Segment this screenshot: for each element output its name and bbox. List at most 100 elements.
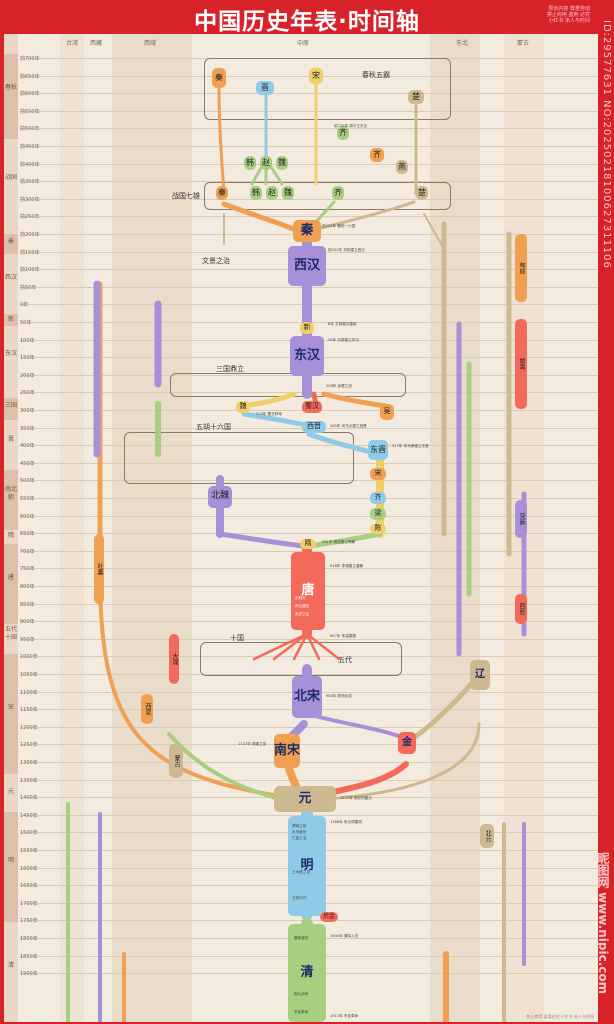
group-box-chunqiu bbox=[204, 58, 451, 120]
ming-note: 永乐盛世 bbox=[292, 830, 307, 834]
dynasty-shuhan[interactable]: 蜀汉 bbox=[302, 401, 322, 413]
state-qi[interactable]: 齐 bbox=[337, 126, 349, 140]
qing-note: 康乾盛世 bbox=[294, 936, 309, 940]
era-label: 春秋 bbox=[4, 54, 18, 139]
group-label: 十国 bbox=[230, 634, 244, 642]
event-note: 220年 曹丕称帝 bbox=[256, 412, 282, 416]
region-label: 中原 bbox=[297, 40, 310, 47]
era-label: 晋 bbox=[7, 436, 14, 443]
year-tick-label: 前400年 bbox=[20, 161, 40, 168]
gridline bbox=[20, 198, 598, 200]
year-tick-label: 800年 bbox=[20, 584, 35, 590]
era-label: 新 bbox=[4, 314, 18, 326]
dynasty-tang[interactable]: 唐 bbox=[291, 552, 325, 630]
state-yan[interactable]: 燕 bbox=[396, 160, 408, 174]
year-tick-label: 550年 bbox=[20, 496, 35, 502]
dynasty-beisong[interactable]: 北宋 bbox=[292, 676, 322, 718]
event-note: 907年 朱温篡唐 bbox=[330, 634, 356, 638]
dynasty-ming[interactable]: 明 bbox=[288, 816, 326, 916]
event-note: 265年 司马炎建立西晋 bbox=[330, 424, 367, 428]
event-note: 1644年 清军入关 bbox=[330, 934, 359, 938]
state-zhao2[interactable]: 齐 bbox=[370, 148, 384, 162]
gridline bbox=[20, 744, 598, 746]
state-wei-zg[interactable]: 魏 bbox=[282, 186, 294, 200]
region-band-dongbei bbox=[430, 34, 480, 1022]
dynasty-tubo[interactable]: 吐蕃 bbox=[94, 534, 104, 604]
dynasty-liao[interactable]: 辽 bbox=[470, 660, 490, 690]
dynasty-xihan[interactable]: 西汉 bbox=[288, 246, 326, 286]
watermark-logo: 昵图网 www.nipic.com bbox=[596, 851, 610, 994]
state-jin[interactable]: 晋 bbox=[256, 81, 274, 95]
dynasty-xin[interactable]: 新 bbox=[300, 322, 314, 334]
dynasty-beiyuan[interactable]: 北元 bbox=[480, 824, 494, 848]
tang-note: 开元盛世 bbox=[295, 604, 310, 608]
era-label: 东汉 bbox=[4, 350, 17, 357]
qing-note: 辛亥革命 bbox=[294, 1010, 309, 1014]
dynasty-liang[interactable]: 梁 bbox=[370, 508, 386, 520]
dynasty-nansong[interactable]: 南宋 bbox=[274, 734, 300, 768]
dynasty-wu[interactable]: 吴 bbox=[380, 404, 394, 420]
ming-note: 靖难之役 bbox=[292, 824, 307, 828]
dynasty-huihe[interactable]: 回纥 bbox=[515, 594, 527, 624]
dynasty-sui[interactable]: 隋 bbox=[300, 539, 316, 549]
dynasty-song-south[interactable]: 宋 bbox=[370, 468, 386, 480]
year-tick-label: 1600年 bbox=[20, 865, 38, 872]
state-qin-zg[interactable]: 秦 bbox=[216, 186, 228, 200]
era-label: 宋 bbox=[4, 654, 18, 774]
dynasty-xixia[interactable]: 西夏 bbox=[141, 694, 153, 724]
year-tick-label: 前100年 bbox=[20, 267, 40, 274]
copyright-line: 禁止商用 盗用 必究 bbox=[546, 12, 590, 18]
state-song[interactable]: 宋 bbox=[309, 68, 323, 84]
dynasty-dali[interactable]: 大理 bbox=[169, 634, 179, 684]
dynasty-tujue[interactable]: 突厥 bbox=[515, 500, 527, 538]
dynasty-yuan[interactable]: 元 bbox=[274, 786, 336, 812]
state-qi-zg[interactable]: 齐 bbox=[332, 186, 344, 200]
dynasty-xiongnu[interactable]: 匈奴 bbox=[515, 234, 527, 302]
era-label: 南北朝 bbox=[4, 470, 18, 530]
year-tick-label: 350年 bbox=[20, 425, 35, 432]
year-tick-label: 1750年 bbox=[20, 918, 38, 925]
year-tick-label: 前250年 bbox=[20, 214, 40, 221]
year-tick-label: 前50年 bbox=[20, 284, 37, 291]
state-qin[interactable]: 秦 bbox=[212, 68, 226, 88]
gridline bbox=[20, 762, 598, 763]
dynasty-dongjin[interactable]: 东晋 bbox=[368, 440, 388, 460]
dynasty-wei[interactable]: 魏 bbox=[236, 401, 250, 413]
copyright-note: 原创内容 尊重劳动 禁止商用 盗用 必究 小红书 米人与时间 bbox=[547, 6, 590, 24]
tang-note: 武则天 bbox=[295, 596, 306, 600]
state-wei[interactable]: 魏 bbox=[276, 156, 288, 170]
state-han-zg[interactable]: 韩 bbox=[250, 186, 262, 200]
group-label: 春秋五霸 bbox=[362, 71, 390, 79]
region-label: 东北 bbox=[456, 40, 469, 47]
dynasty-qin[interactable]: 秦 bbox=[293, 220, 321, 242]
year-tick-label: 1650年 bbox=[20, 883, 38, 890]
dynasty-qing[interactable]: 清 bbox=[288, 924, 326, 1022]
state-chu[interactable]: 楚 bbox=[408, 90, 424, 104]
dynasty-houjin[interactable]: 后金 bbox=[320, 912, 338, 922]
dynasty-xianbei[interactable]: 鲜卑 bbox=[515, 319, 527, 409]
dynasty-donghan[interactable]: 东汉 bbox=[290, 336, 324, 376]
dynasty-chen[interactable]: 陈 bbox=[370, 524, 386, 534]
dynasty-jin[interactable]: 金 bbox=[398, 732, 416, 754]
state-zhao-zg[interactable]: 赵 bbox=[266, 186, 278, 200]
qing-note: 鸦片战争 bbox=[294, 992, 309, 996]
group-box-shiguo bbox=[200, 642, 402, 676]
year-tick-label: 450年 bbox=[20, 460, 35, 467]
era-column: 春秋 战国 秦 西汉 新 东汉 三国 晋 南北朝 隋 唐 五代十国 宋 元 明 … bbox=[4, 34, 18, 1022]
region-band-xiyu bbox=[112, 34, 192, 1022]
dynasty-menggu[interactable]: 蒙古 bbox=[169, 744, 183, 778]
dynasty-beiwei[interactable]: 北魏 bbox=[208, 486, 232, 508]
group-label: 三国鼎立 bbox=[216, 365, 244, 373]
state-han[interactable]: 韩 bbox=[244, 156, 256, 170]
state-chu-zg[interactable]: 楚 bbox=[416, 186, 428, 200]
dynasty-xijin[interactable]: 西晋 bbox=[302, 421, 326, 433]
event-note: 317年 司马睿建立东晋 bbox=[392, 444, 429, 448]
year-tick-label: 100年 bbox=[20, 337, 35, 344]
dynasty-qi[interactable]: 齐 bbox=[370, 492, 386, 504]
gridline bbox=[20, 779, 598, 781]
year-tick-label: 前300年 bbox=[20, 196, 40, 203]
ming-note: 万历中兴 bbox=[292, 896, 307, 900]
state-zhao[interactable]: 赵 bbox=[260, 156, 272, 170]
era-label: 元 bbox=[7, 788, 14, 795]
event-note: 前221年 秦统一六国 bbox=[322, 224, 356, 228]
